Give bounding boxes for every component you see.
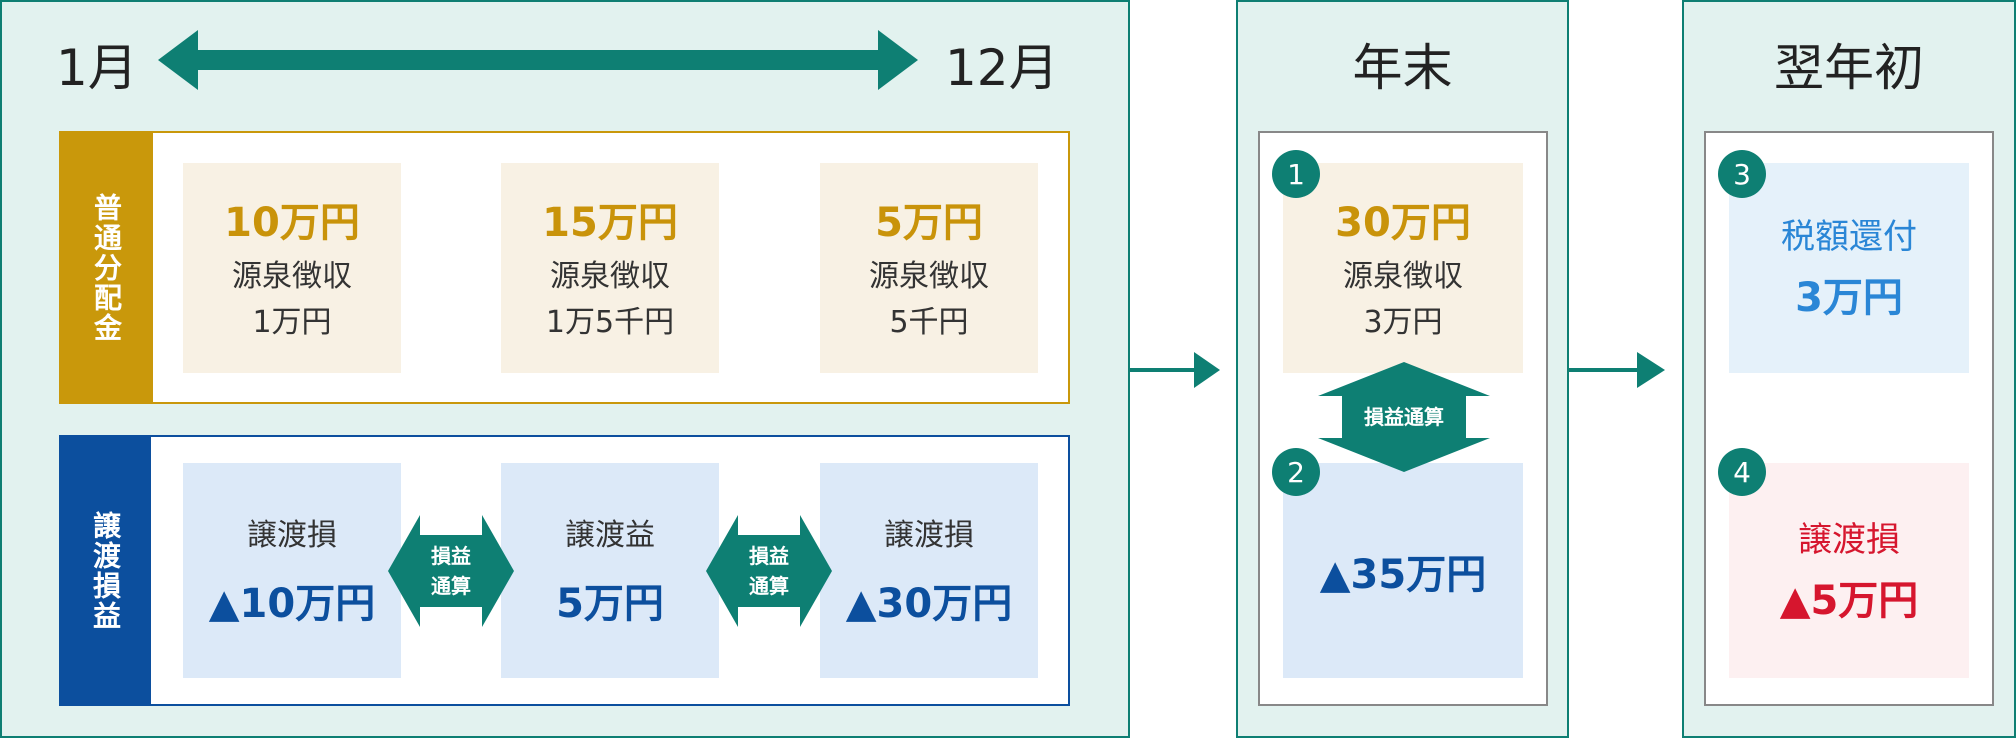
offset-label-line1: 損益 [749, 544, 789, 568]
carryover-loss-amount: ▲5万円 [1779, 577, 1919, 624]
dividend-amount: 10万円 [224, 200, 360, 246]
year-end-offset-label: 損益通算 [1364, 405, 1444, 429]
transfer-amount: 5万円 [556, 580, 664, 627]
carryover-loss-title: 譲渡損 [1798, 519, 1900, 560]
withholding-label: 源泉徴収 [869, 259, 989, 294]
dividend-side-bar: 普通分配金 [59, 131, 153, 404]
withholding-amount: 1万円 [252, 305, 332, 340]
withholding-label: 源泉徴収 [1343, 259, 1463, 294]
vertical-double-arrow-icon [1318, 362, 1490, 472]
flow-arrow-icon [1128, 352, 1220, 388]
transfer-card-2: 譲渡益 5万円 [501, 463, 719, 678]
step-badge-4: 4 [1718, 448, 1766, 496]
horizontal-double-arrow-icon [706, 515, 832, 627]
withholding-label: 源泉徴収 [550, 259, 670, 294]
year-end-withholding-card: 30万円 源泉徴収 3万円 [1283, 163, 1523, 373]
transfer-amount: ▲10万円 [208, 580, 376, 627]
step-badge-1: 1 [1272, 150, 1320, 198]
refund-amount: 3万円 [1795, 275, 1903, 321]
transfer-card-1: 譲渡損 ▲10万円 [183, 463, 401, 678]
transfer-card-3: 譲渡損 ▲30万円 [820, 463, 1038, 678]
year-end-amount: 30万円 [1335, 200, 1471, 246]
step-badge-2: 2 [1272, 448, 1320, 496]
offset-connector-1: 損益 通算 [388, 515, 514, 627]
refund-title: 税額還付 [1781, 217, 1917, 257]
refund-card: 税額還付 3万円 [1729, 163, 1969, 373]
offset-connector-2: 損益 通算 [706, 515, 832, 627]
withholding-amount: 3万円 [1363, 305, 1443, 340]
year-end-title: 年末 [1352, 39, 1453, 97]
year-end-loss-card: ▲35万円 [1283, 463, 1523, 678]
next-year-title: 翌年初 [1774, 39, 1924, 97]
dividend-side-label: 普通分配金 [90, 192, 123, 343]
offset-label-line2: 通算 [431, 574, 471, 598]
transfer-title: 譲渡損 [247, 517, 337, 553]
timeline-double-arrow-icon [158, 30, 918, 90]
carryover-loss-card: 譲渡損 ▲5万円 [1729, 463, 1969, 678]
timeline-end-label: 12月 [945, 39, 1059, 97]
step-badge-3: 3 [1718, 150, 1766, 198]
dividend-card-3: 5万円 源泉徴収 5千円 [820, 163, 1038, 373]
transfer-title: 譲渡損 [884, 517, 974, 553]
dividend-amount: 15万円 [542, 200, 678, 246]
offset-label-line2: 通算 [749, 574, 789, 598]
transfer-amount: ▲30万円 [845, 580, 1013, 627]
dividend-card-2: 15万円 源泉徴収 1万5千円 [501, 163, 719, 373]
year-end-loss-amount: ▲35万円 [1319, 551, 1487, 598]
transfer-title: 譲渡益 [565, 517, 655, 553]
flow-arrow-icon [1569, 352, 1665, 388]
dividend-card-1: 10万円 源泉徴収 1万円 [183, 163, 401, 373]
transfer-side-label: 譲渡損益 [89, 510, 122, 631]
timeline-start-label: 1月 [56, 39, 138, 97]
year-end-offset-connector: 損益通算 [1318, 362, 1490, 472]
withholding-label: 源泉徴収 [232, 259, 352, 294]
horizontal-double-arrow-icon [388, 515, 514, 627]
dividend-amount: 5万円 [875, 200, 983, 246]
withholding-amount: 5千円 [889, 305, 969, 340]
withholding-amount: 1万5千円 [545, 305, 675, 340]
transfer-side-bar: 譲渡損益 [59, 435, 151, 706]
offset-label-line1: 損益 [431, 544, 471, 568]
